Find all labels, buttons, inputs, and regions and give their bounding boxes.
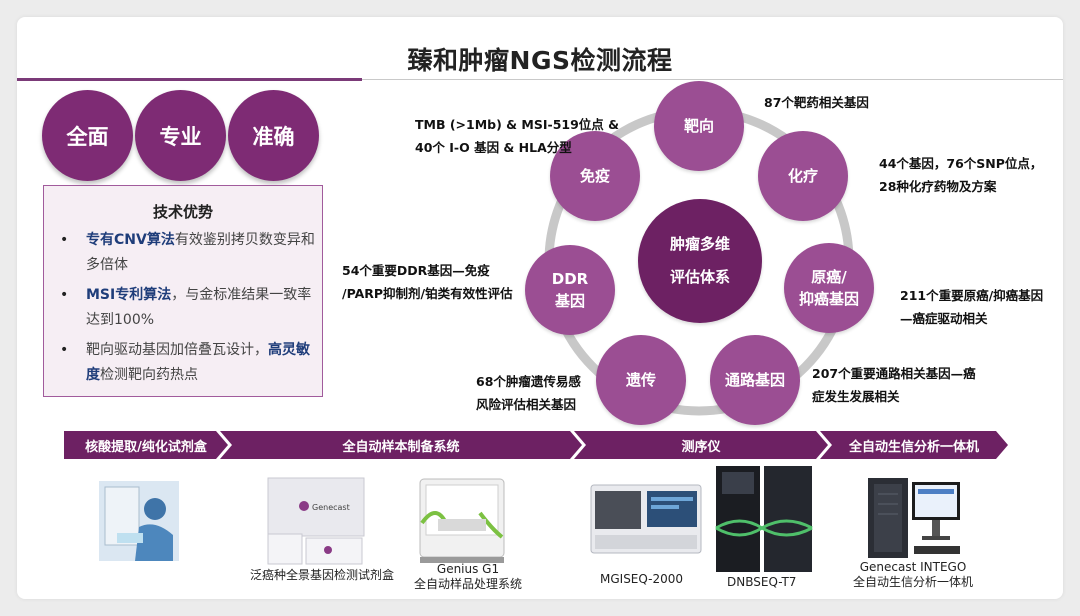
intego-image <box>868 478 960 558</box>
kit-brand-label: Genecast <box>312 503 350 512</box>
note-ddr: 54个重要DDR基因—免疫/PARP抑制剂/铂类有效性评估 <box>342 263 513 301</box>
dnbseq-caption: DNBSEQ-T7 <box>727 575 797 589</box>
genius-g1-image <box>419 478 505 563</box>
note-hereditary: 68个肿瘤遗传易感风险评估相关基因 <box>476 374 581 412</box>
node-immune: 免疫 <box>550 131 640 221</box>
node-hereditary: 遗传 <box>596 335 686 425</box>
title-underline <box>17 78 1063 81</box>
pill-comprehensive: 全面 <box>42 90 133 181</box>
workflow-step-sample-prep: 全自动样本制备系统 <box>220 431 582 459</box>
note-immune: TMB (>1Mb) & MSI-519位点 &40个 I-O 基因 & HLA… <box>415 117 620 155</box>
mgiseq-image <box>590 484 702 554</box>
node-onco: 原癌/抑癌基因 <box>784 243 874 333</box>
system-center: 肿瘤多维评估体系 <box>638 199 762 323</box>
note-pathway: 207个重要通路相关基因—癌症发生发展相关 <box>812 366 976 404</box>
kit-caption: 泛癌种全景基因检测试剂盒 <box>250 568 395 582</box>
node-pathway: 通路基因 <box>710 335 800 425</box>
workflow-step-bioinfo: 全自动生信分析一体机 <box>820 431 1008 459</box>
slide-title: 臻和肿瘤NGS检测流程 <box>407 46 673 75</box>
note-onco: 211个重要原癌/抑癌基因—癌症驱动相关 <box>900 288 1044 326</box>
mgiseq-caption: MGISEQ-2000 <box>600 572 684 586</box>
node-chemo: 化疗 <box>758 131 848 221</box>
advantage-item: 专有CNV算法有效鉴别拷贝数变异和多倍体 <box>60 228 316 278</box>
dnbseq-image <box>715 466 813 572</box>
advantage-item: 靶向驱动基因加倍叠瓦设计，高灵敏度检测靶向药热点 <box>60 338 316 388</box>
node-target: 靶向 <box>654 81 744 171</box>
note-chemo: 44个基因，76个SNP位点，28种化疗药物及方案 <box>879 156 1043 194</box>
pill-professional: 专业 <box>135 90 226 181</box>
workflow-step-extraction: 核酸提取/纯化试剂盒 <box>64 431 228 459</box>
note-target: 87个靶药相关基因 <box>764 95 869 110</box>
advantages-box: 技术优势 专有CNV算法有效鉴别拷贝数变异和多倍体 MSI专利算法，与金标准结果… <box>43 185 323 397</box>
kit-boxes: Genecast <box>267 477 365 565</box>
slide: 臻和肿瘤NGS检测流程 全面 专业 准确 技术优势 专有CNV算法有效鉴别拷贝数… <box>17 17 1063 599</box>
pill-accurate: 准确 <box>228 90 319 181</box>
workflow-step-sequencer: 测序仪 <box>574 431 828 459</box>
advantage-item: MSI专利算法，与金标准结果一致率达到100% <box>60 283 316 333</box>
advantages-heading: 技术优势 <box>152 203 213 221</box>
lab-photo <box>99 481 179 561</box>
